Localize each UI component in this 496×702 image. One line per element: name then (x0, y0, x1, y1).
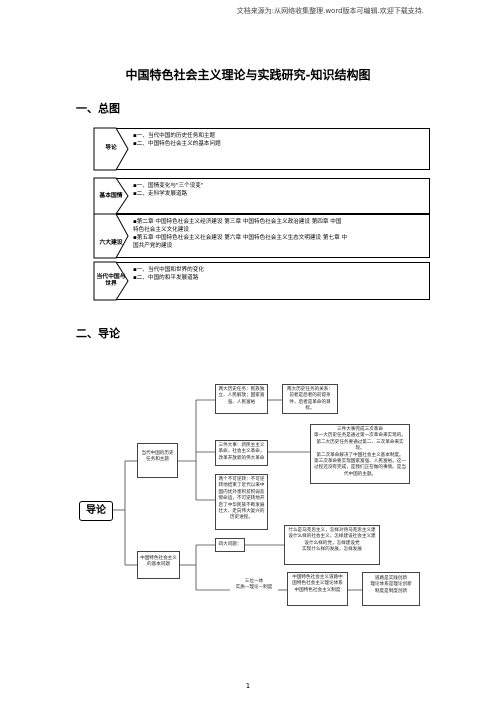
revolution-line: 第二次革命解决了中国社会主义基本制度。 (316, 452, 404, 458)
overview-row-intro: ▪一、当代中国的历史任务和主题 ▪二、中国特色社会主义的基本问题 导论 (93, 127, 430, 171)
revolution-line: 三件大事完成三次革命 (337, 427, 383, 432)
page-title: 中国特色社会主义理论与实践研究-知识结构图 (125, 68, 371, 82)
overview-tag: 基本国情 (93, 177, 129, 215)
overview-line: ▪第二章 中国特色社会主义经济建设 第三章 中国特色社会主义政治建设 第四章 中… (133, 219, 342, 225)
overview-row-world: ▪一、当代中国和世界的变化 ▪二、中国的和平发展道路 当代中国与世界 (93, 261, 430, 301)
tree-node-two-tasks: 两大历史任务：民族独立、人民解放；国家富强、人民富裕 (215, 384, 268, 414)
section-heading-overview: 一、总图 (76, 102, 120, 115)
tree-node-two-irreversible: 两个不可逆转：不可逆转地结束了近代以来中国内忧外患积贫积弱悲惨命运，不可逆转地开… (215, 474, 268, 530)
overview-tag: 当代中国与世界 (93, 261, 129, 301)
tree-root: 导论 (79, 501, 113, 521)
tree-branch-problems: 中国特色社会主义的基本问题 (137, 551, 180, 579)
tree-node-three-events: 三件大事：新民主主义革命，社会主义革命，改革开放新的伟大革命 (215, 440, 268, 466)
revolution-line: 第一大历史任务是通过第一次革命来实现的。 (314, 433, 406, 439)
trinity-line: 实质—理论—制度 (235, 585, 273, 591)
revolution-line: 第二大历史任务要通过第二、三次革命来实现。 (316, 439, 404, 452)
overview-row-six: ▪第二章 中国特色社会主义经济建设 第三章 中国特色社会主义政治建设 第四章 中… (93, 213, 430, 259)
page-number: 1 (245, 682, 251, 690)
overview-line: ▪二、走科学发展道路 (133, 191, 188, 197)
overview-row-basic: ▪一、国情变化与"三个没变" ▪二、走科学发展道路 基本国情 (93, 177, 430, 215)
revolution-line: 第三次革命要实现国家富强、人民富裕。这一过程还没有完成，是我们正在做的事情。是当… (314, 459, 406, 477)
problem-line: 什么是马克思主义，怎样对待马克思主义建设什么样的社会主义，怎样建设社会主义建设什… (288, 528, 376, 546)
overview-box: ▪一、当代中国的历史任务和主题 ▪二、中国特色社会主义的基本问题 (116, 128, 430, 170)
overview-box: ▪一、国情变化与"三个没变" ▪二、走科学发展道路 (116, 178, 430, 214)
overview-tag: 导论 (93, 127, 129, 171)
overview-tag-label: 六大建设 (99, 240, 123, 246)
overview-line: ▪一、国情变化与"三个没变" (133, 183, 204, 189)
overview-tag-label: 基本国情 (99, 193, 123, 199)
overview-line: ▪一、当代中国和世界的变化 (133, 267, 204, 273)
overview-tag-label: 当代中国与世界 (96, 274, 126, 287)
tree-node-trinity: 三位一体 实质—理论—制度 (230, 579, 278, 592)
innovation-line: 制度是制度创新 (374, 588, 408, 594)
tree-node-four-problems-detail: 什么是马克思主义，怎样对待马克思主义建设什么样的社会主义，怎样建设社会主义建设什… (284, 525, 380, 565)
overview-line: ▪二、中国特色社会主义的基本问题 (133, 141, 221, 147)
overview-line: 特色社会主义文化建设 (133, 227, 189, 233)
overview-line: ▪一、当代中国的历史任务和主题 (133, 133, 216, 139)
overview-tag: 六大建设 (93, 213, 129, 259)
tree-node-two-tasks-relation: 两大历史任务的关系：前者是后者的前提条件，后者是革命的目标。 (282, 384, 338, 414)
overview-line: ▪二、中国的和平发展道路 (133, 275, 199, 281)
innovation-line: 道路是实践创新 (374, 576, 408, 581)
problem-line: 实现什么样的发展，怎样发展 (302, 547, 362, 553)
header-note: 文档来源为:从网络收集整理.word版本可编辑.欢迎下载支持. (236, 7, 424, 15)
tree-node-trinity-detail: 中国特色社会主义道路中国特色社会主义理论体系中国特色社会主义制度 (287, 572, 348, 606)
trinity-line: 三位一体 (244, 579, 264, 584)
section-heading-intro: 二、导论 (76, 327, 120, 340)
tree-branch-tasks: 当代中国的历史任务和主题 (137, 443, 178, 478)
tree-node-four-problems: 四大问题： (215, 538, 245, 552)
overview-box: ▪一、当代中国和世界的变化 ▪二、中国的和平发展道路 (116, 262, 430, 300)
tree-node-three-revolutions: 三件大事完成三次革命 第一大历史任务是通过第一次革命来实现的。 第二大历史任务要… (310, 424, 410, 484)
overview-line: ▪第五章 中国特色社会主义社会建设 第六章 中国特色社会主义生态文明建设 第七章… (133, 235, 348, 241)
overview-tag-label: 导论 (105, 145, 117, 151)
overview-box: ▪第二章 中国特色社会主义经济建设 第三章 中国特色社会主义政治建设 第四章 中… (116, 214, 430, 258)
innovation-line: 理论体系是理论创新 (370, 582, 412, 588)
overview-line: 国共产党的建设 (133, 243, 173, 249)
tree-node-innovation: 道路是实践创新 理论体系是理论创新 制度是制度创新 (362, 572, 420, 606)
